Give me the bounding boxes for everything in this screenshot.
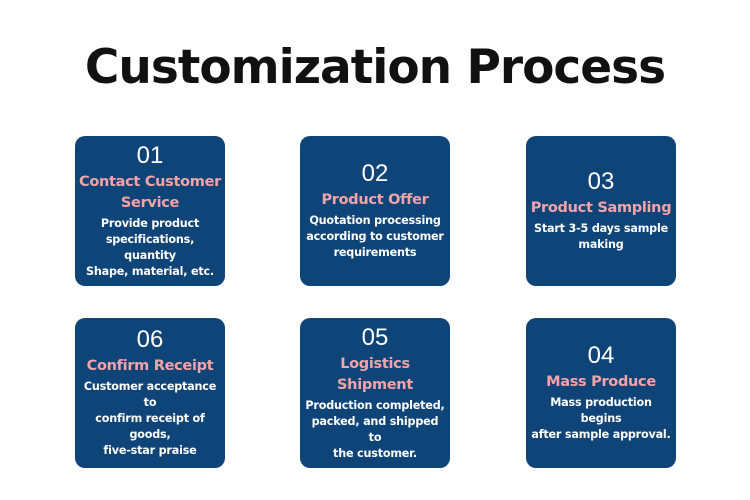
step-description: Mass production begins after sample appr… <box>530 395 672 443</box>
step-description-line: specifications, quantity <box>105 232 195 262</box>
step-description-line: Shape, material, etc. <box>86 264 214 278</box>
step-description-line: making <box>578 238 624 251</box>
step-description-line: Quotation processing <box>309 214 441 227</box>
step-title: Logistics Shipment <box>337 355 413 393</box>
step-title: Mass Produce <box>546 374 656 390</box>
step-title: Confirm Receipt <box>86 358 214 374</box>
step-description-line: Production completed, <box>305 398 445 412</box>
step-description: Customer acceptance to confirm receipt o… <box>79 379 221 459</box>
step-description-line: five-star praise <box>103 444 197 457</box>
step-description: Start 3-5 days sample making <box>534 221 668 253</box>
step-card-02: 02 Product Offer Quotation processing ac… <box>300 136 450 286</box>
step-description-line: the customer. <box>333 446 417 460</box>
step-description: Provide product specifications, quantity… <box>79 216 221 280</box>
step-description-line: after sample approval. <box>531 428 671 441</box>
step-description-line: Customer acceptance to <box>83 380 217 409</box>
step-card-05: 05 Logistics Shipment Production complet… <box>300 318 450 468</box>
step-description-line: Provide product <box>100 216 200 230</box>
step-card-03: 03 Product Sampling Start 3-5 days sampl… <box>526 136 676 286</box>
step-card-06: 06 Confirm Receipt Customer acceptance t… <box>75 318 225 468</box>
step-number: 04 <box>587 342 615 369</box>
step-description-line: requirements <box>333 246 417 259</box>
step-number: 06 <box>136 326 164 353</box>
step-number: 05 <box>361 323 389 351</box>
step-description-line: packed, and shipped to <box>311 414 439 444</box>
step-description-line: according to customer <box>306 230 444 243</box>
step-card-01: 01 Contact Customer Service Provide prod… <box>75 136 225 286</box>
page-title: Customization Process <box>84 40 666 95</box>
step-number: 01 <box>136 141 164 169</box>
step-description: Production completed, packed, and shippe… <box>304 398 446 462</box>
step-number: 03 <box>587 168 615 195</box>
step-title: Product Offer <box>321 192 429 208</box>
step-title: Contact Customer Service <box>79 173 221 211</box>
step-title: Product Sampling <box>530 200 672 216</box>
step-description: Quotation processing according to custom… <box>306 213 444 261</box>
step-number: 02 <box>361 160 389 187</box>
step-card-04: 04 Mass Produce Mass production begins a… <box>526 318 676 468</box>
step-description-line: Mass production begins <box>550 396 652 425</box>
step-description-line: Start 3-5 days sample <box>534 222 668 235</box>
step-description-line: confirm receipt of goods, <box>95 412 205 441</box>
